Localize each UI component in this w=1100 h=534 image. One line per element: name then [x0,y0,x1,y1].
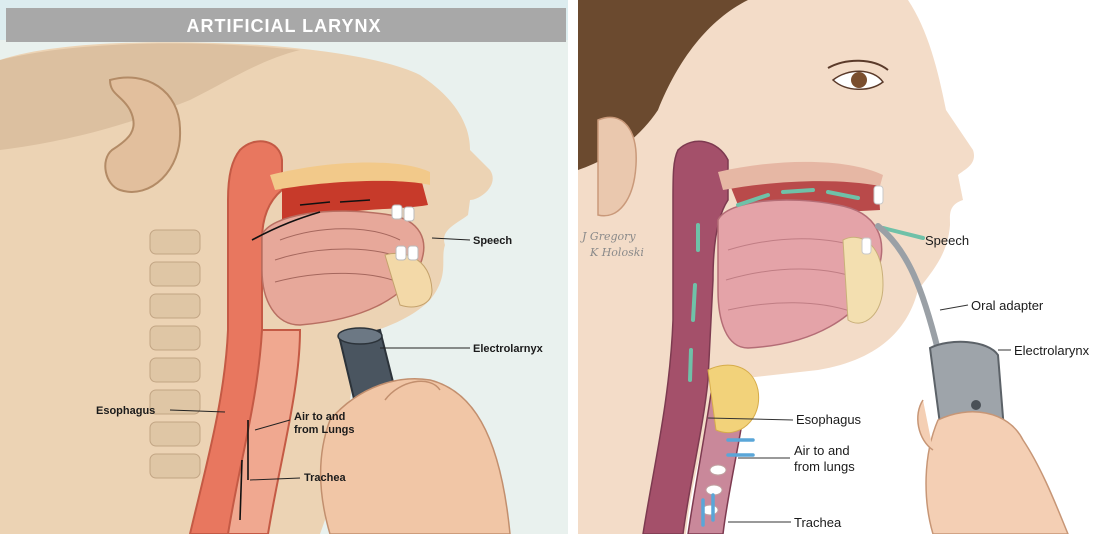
label-air-line2: from lungs [794,459,855,474]
label-oral-adapter: Oral adapter [971,298,1044,313]
right-anatomy-illustration: J Gregory K Holoski Speech Oral adapter … [578,0,1100,534]
left-anatomy-illustration: ARTIFICIAL LARYNX Speech Electrolarnyx E… [0,0,568,534]
label-electrolarynx: Electrolarnyx [473,343,544,355]
right-diagram-panel: J Gregory K Holoski Speech Oral adapter … [578,0,1100,534]
label-trachea: Trachea [794,515,842,530]
label-air-line2: from Lungs [294,424,355,436]
label-air-line1: Air to and [794,443,850,458]
label-esophagus: Esophagus [796,412,862,427]
artist-credit-line2: K Holoski [589,246,644,259]
label-esophagus: Esophagus [96,405,155,417]
diagram-title: ARTIFICIAL LARYNX [187,16,382,36]
artist-credit-line1: J Gregory [580,230,636,243]
label-electrolarynx: Electrolarynx [1014,343,1090,358]
label-speech: Speech [925,233,969,248]
label-trachea: Trachea [304,472,346,484]
label-speech: Speech [473,235,512,247]
label-air-line1: Air to and [294,411,345,423]
left-diagram-panel: ARTIFICIAL LARYNX Speech Electrolarnyx E… [0,0,568,534]
